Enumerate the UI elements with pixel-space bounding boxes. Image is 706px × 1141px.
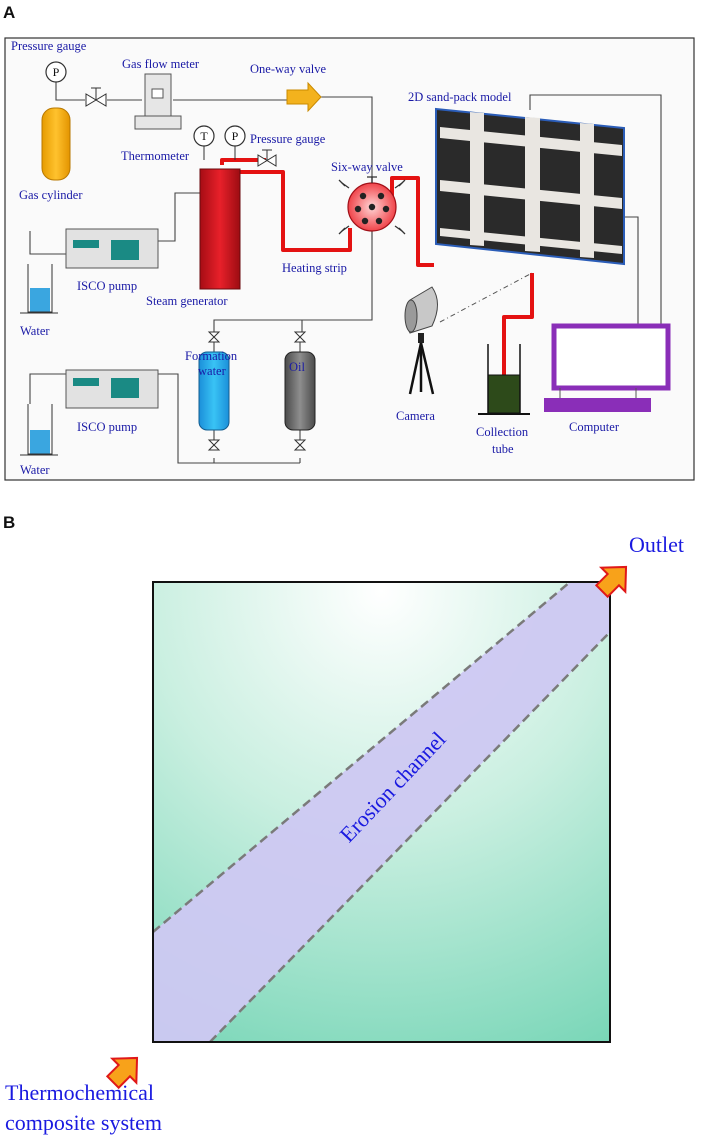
svg-text:P: P [53, 65, 60, 79]
outlet-arrow [594, 565, 628, 599]
collection-tube [478, 344, 530, 415]
water-beaker-top [20, 264, 58, 314]
one-way-valve-arrow [286, 81, 322, 113]
panel-b: Erosion channel Outlet Thermochemical co… [5, 532, 684, 1135]
isco-pump-bottom [65, 369, 159, 409]
panel-b-letter: B [3, 513, 15, 532]
panel-a-letter: A [3, 3, 15, 22]
label-collection-tube-1: Collection [476, 425, 529, 439]
label-isco-pump-top: ISCO pump [77, 279, 137, 293]
gas-cylinder [41, 107, 71, 181]
pressure-gauge-mid: P [224, 125, 246, 160]
needle-valve-icon [85, 87, 107, 107]
label-sand-pack-model: 2D sand-pack model [408, 90, 512, 104]
label-formation-water-2: water [198, 364, 227, 378]
label-inlet-2: composite system [5, 1110, 162, 1135]
pressure-gauge-top: P [45, 61, 67, 83]
formation-water-vessel [198, 331, 230, 451]
label-inlet-1: Thermochemical [5, 1080, 154, 1105]
label-gas-flow-meter: Gas flow meter [122, 57, 200, 71]
label-isco-pump-bottom: ISCO pump [77, 420, 137, 434]
camera-icon [404, 272, 533, 395]
label-collection-tube-2: tube [492, 442, 514, 456]
sand-pack-model [435, 107, 625, 266]
steam-generator [199, 168, 241, 290]
erosion-channel [153, 582, 610, 1042]
label-water-bottom: Water [20, 463, 50, 477]
panel-a: P Pressure gauge Gas cylinder Gas flow m… [4, 37, 695, 481]
six-way-valve [338, 176, 406, 235]
gas-flow-meter [134, 73, 182, 130]
isco-pump-top [65, 228, 159, 269]
thermometer-gauge: T [193, 125, 215, 160]
label-thermometer: Thermometer [121, 149, 190, 163]
oil-vessel [284, 331, 316, 451]
label-steam-generator: Steam generator [146, 294, 228, 308]
water-beaker-bottom [20, 404, 58, 456]
computer-icon [544, 323, 671, 412]
heating-strip-lines [220, 158, 534, 375]
svg-text:P: P [232, 129, 239, 143]
label-gas-cylinder: Gas cylinder [19, 188, 83, 202]
label-six-way-valve: Six-way valve [331, 160, 403, 174]
valve-icon-hot-line [257, 149, 277, 167]
label-outlet: Outlet [629, 532, 684, 557]
label-pressure-gauge-mid: Pressure gauge [250, 132, 326, 146]
label-pressure-gauge-top: Pressure gauge [11, 39, 87, 53]
sand-pack-border [152, 581, 611, 1043]
label-camera: Camera [396, 409, 435, 423]
label-one-way-valve: One-way valve [250, 62, 326, 76]
svg-text:T: T [200, 129, 208, 143]
label-oil: Oil [289, 360, 306, 374]
label-formation-water-1: Formation [185, 349, 238, 363]
label-computer: Computer [569, 420, 620, 434]
inlet-arrow [105, 1056, 139, 1090]
label-water-top: Water [20, 324, 50, 338]
label-heating-strip: Heating strip [282, 261, 347, 275]
